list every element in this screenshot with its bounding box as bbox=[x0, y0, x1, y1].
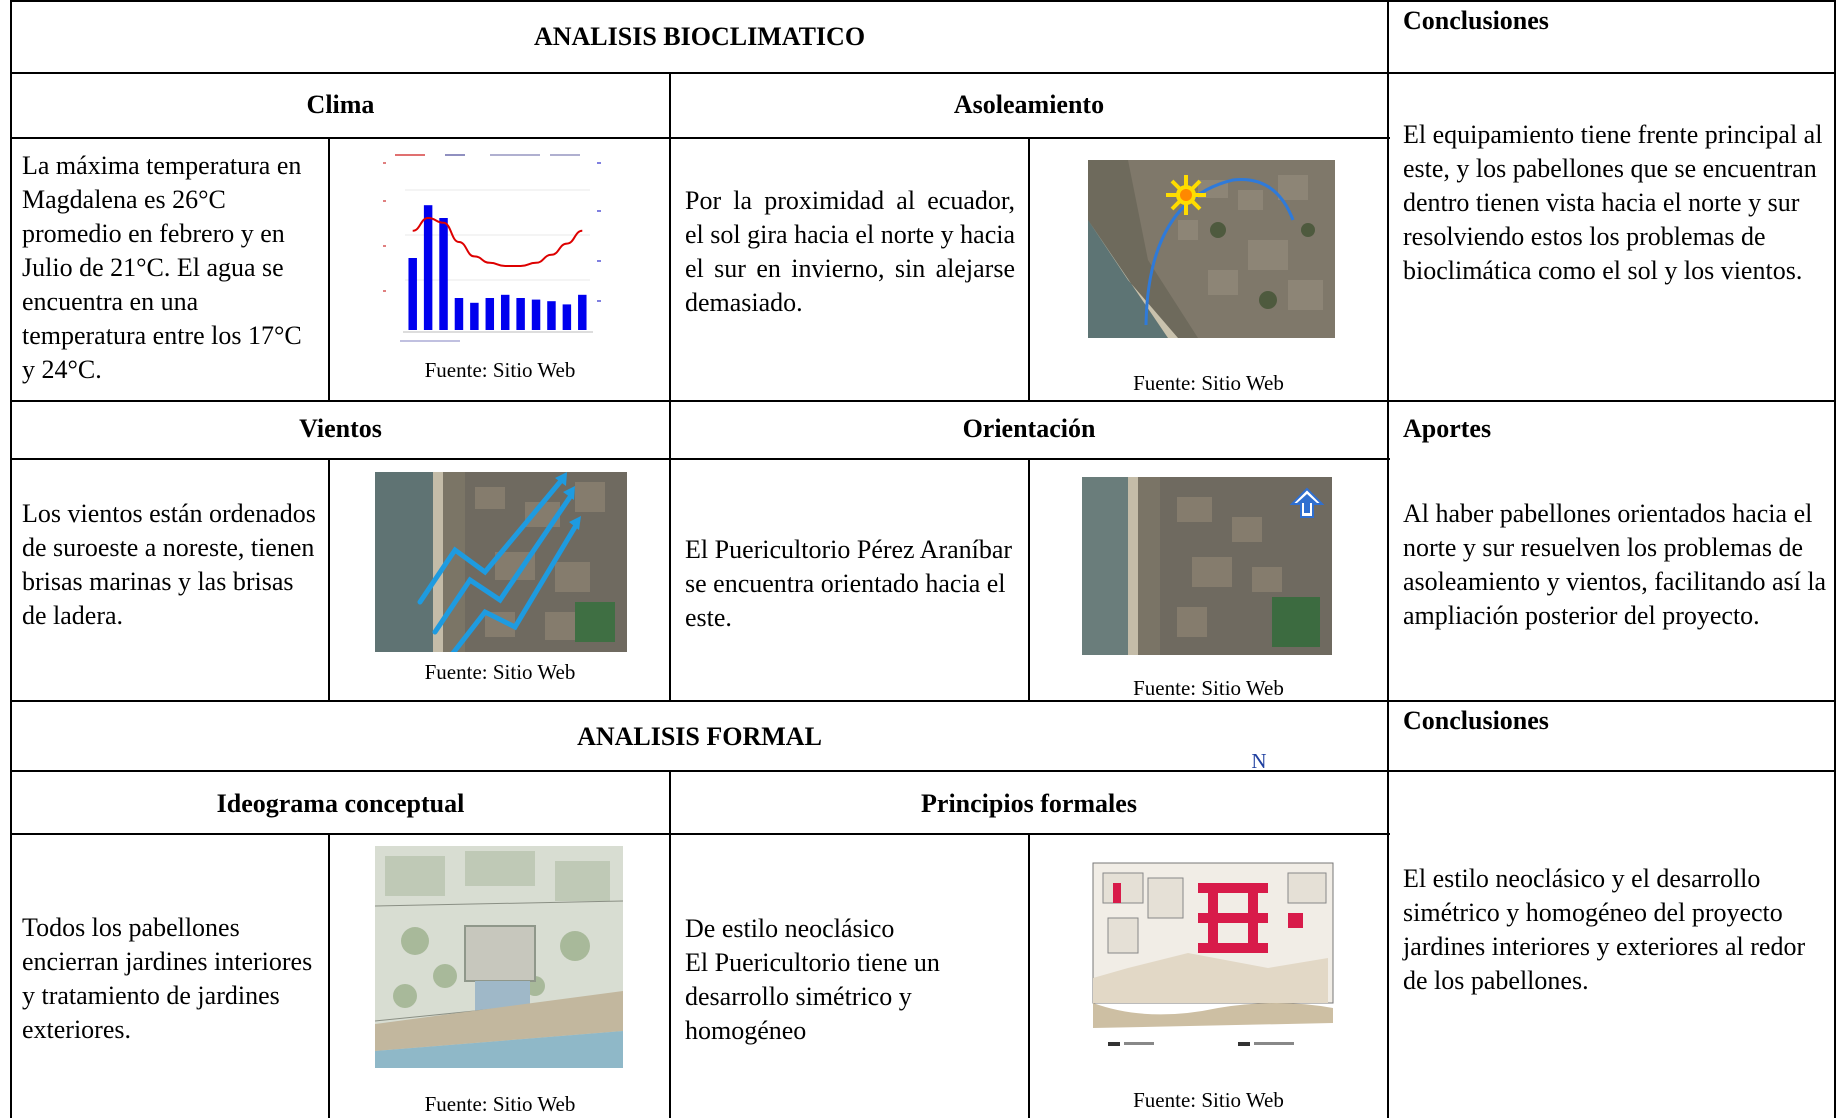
wind-arrows bbox=[417, 479, 578, 652]
wind-map-image bbox=[375, 472, 627, 652]
ideograma-text: Todos los pabellones encierran jardines … bbox=[22, 913, 313, 1044]
vientos-header: Vientos bbox=[299, 414, 382, 443]
table-border-right bbox=[1834, 0, 1836, 1118]
chart-bar bbox=[547, 301, 556, 330]
table-rule bbox=[669, 72, 671, 700]
sun-icon bbox=[1166, 175, 1206, 215]
table-rule bbox=[10, 770, 1836, 772]
table-rule bbox=[328, 137, 330, 400]
table-rule bbox=[328, 458, 330, 700]
chart-bar bbox=[423, 205, 433, 330]
north-arrow-icon bbox=[1289, 487, 1325, 518]
chart-bar bbox=[562, 304, 572, 330]
north-label: N bbox=[1251, 749, 1267, 773]
formal-principles-plan-image bbox=[1088, 858, 1340, 1060]
chart-bar bbox=[408, 258, 417, 330]
table-rule bbox=[10, 72, 1836, 74]
climate-chart bbox=[375, 150, 615, 350]
table-rule bbox=[10, 400, 1836, 402]
table-rule bbox=[1028, 137, 1030, 400]
chart-gridlines bbox=[405, 189, 590, 281]
ideograma-caption: Fuente: Sitio Web bbox=[424, 1092, 576, 1116]
conclusions-label: Conclusiones bbox=[1403, 6, 1549, 35]
orientation-map-image bbox=[1082, 477, 1332, 655]
table-border-top bbox=[10, 0, 1836, 2]
formal-conclusions-text: El estilo neoclásico y el desarrollo sim… bbox=[1403, 864, 1806, 995]
table-rule bbox=[669, 770, 671, 1118]
table-rule bbox=[10, 137, 1390, 139]
table-border-left bbox=[10, 0, 12, 1118]
table-rule bbox=[10, 458, 1390, 460]
clima-text: La máxima temperatura en Magdalena es 26… bbox=[22, 151, 302, 384]
formal-conclusions-label: Conclusiones bbox=[1403, 706, 1549, 735]
sun-path-aerial-image bbox=[1088, 160, 1335, 338]
clima-header: Clima bbox=[306, 90, 375, 119]
chart-bar bbox=[500, 294, 510, 330]
table-rule bbox=[1028, 833, 1030, 1118]
orientacion-header: Orientación bbox=[962, 414, 1096, 443]
chart-bar bbox=[578, 294, 587, 330]
vientos-text: Los vientos están ordenados de suroeste … bbox=[22, 499, 316, 630]
chart-bar bbox=[470, 302, 479, 330]
table-rule bbox=[328, 833, 330, 1118]
aportes-text: Al haber pabellones orientados hacia el … bbox=[1403, 499, 1827, 630]
table-rule bbox=[1387, 0, 1389, 1118]
chart-bar bbox=[516, 298, 525, 330]
wind-arrowheads bbox=[555, 472, 581, 530]
aportes-label: Aportes bbox=[1403, 414, 1492, 443]
section-title-bioclimatic: ANALISIS BIOCLIMATICO bbox=[533, 22, 866, 51]
chart-bar bbox=[454, 298, 464, 330]
chart-bar bbox=[531, 299, 541, 330]
chart-bar bbox=[485, 298, 495, 330]
chart-top-legend bbox=[395, 154, 580, 156]
asoleamiento-header: Asoleamiento bbox=[953, 90, 1105, 119]
principios-caption: Fuente: Sitio Web bbox=[1133, 1088, 1284, 1112]
asoleamiento-text: Por la proximidad al ecuador, el sol gir… bbox=[685, 186, 1015, 317]
table-rule bbox=[10, 833, 1390, 835]
ideograma-header: Ideograma conceptual bbox=[216, 789, 465, 818]
orientacion-caption: Fuente: Sitio Web bbox=[1133, 676, 1284, 700]
orientacion-text: El Puericultorio Pérez Araníbar se encue… bbox=[685, 535, 1013, 632]
chart-bar bbox=[439, 218, 448, 330]
principios-header: Principios formales bbox=[921, 789, 1137, 818]
temperature-line bbox=[412, 216, 583, 267]
conclusions-text: El equipamiento tiene frente principal a… bbox=[1403, 120, 1823, 285]
vientos-caption: Fuente: Sitio Web bbox=[424, 660, 576, 684]
table-rule bbox=[10, 700, 1836, 702]
clima-caption: Fuente: Sitio Web bbox=[424, 358, 576, 382]
section-title-formal: ANALISIS FORMAL bbox=[577, 722, 822, 751]
table-rule bbox=[1028, 458, 1030, 700]
chart-axis-ticks bbox=[383, 162, 601, 302]
asoleamiento-caption: Fuente: Sitio Web bbox=[1133, 371, 1284, 395]
ideogram-site-plan-image bbox=[375, 846, 623, 1068]
chart-footnote bbox=[400, 340, 460, 342]
principios-text: De estilo neoclásico El Puericultorio ti… bbox=[685, 914, 940, 1045]
